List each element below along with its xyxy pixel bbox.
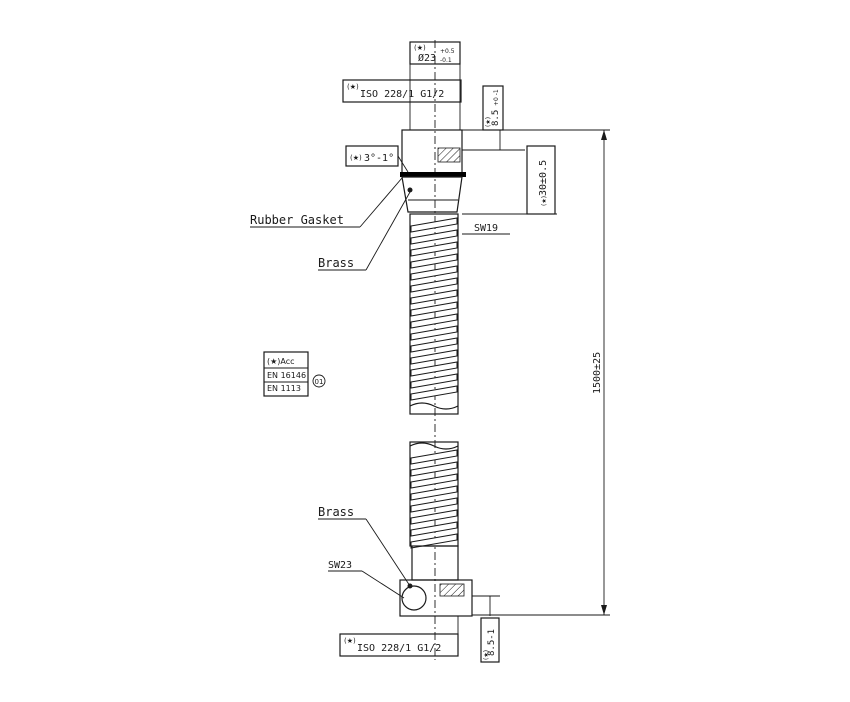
top-diameter-dimension: (★) Ø23 +0.5 -0.1 — [409, 41, 461, 130]
fitting-length-dimension: 30±0.5 (★) — [462, 145, 557, 215]
dia-top-tol-upper: +0.5 — [440, 48, 455, 55]
overall-length-label: 1500±25 — [592, 352, 603, 394]
rubber-gasket-label: Rubber Gasket — [250, 213, 344, 227]
hose-coil-winding — [410, 373, 458, 389]
angle-label: 3°-1° — [364, 153, 394, 164]
top-thread-callout: (★) ISO 228/1 G1/2 — [342, 79, 462, 103]
bottom-length-dimension: 8.5-1 (★) — [472, 595, 500, 663]
hose-coil-winding — [410, 337, 458, 353]
standard-title: (★)Acc — [267, 357, 295, 366]
hose-coil-winding — [410, 473, 458, 489]
marker-fitting-length: (★) — [541, 196, 548, 206]
hose-coil-winding — [410, 253, 458, 269]
hose-coil-winding — [410, 485, 458, 501]
dim-bottom-length: 8.5-1 — [487, 629, 497, 656]
top-fitting — [400, 129, 466, 213]
brass-bottom-callout: Brass — [318, 505, 411, 587]
hose-coil-winding — [410, 497, 458, 513]
overall-length-dimension: 1500±25 — [472, 130, 610, 616]
hose-coil-winding — [410, 241, 458, 257]
hose-coil-winding — [410, 461, 458, 477]
brass-top-label: Brass — [318, 256, 354, 270]
marker-bottom-thread: (★) — [344, 637, 356, 645]
sw-top-label: SW19 — [474, 223, 498, 234]
hose-coil-winding — [410, 313, 458, 329]
brass-bottom-label: Brass — [318, 505, 354, 519]
marker-top-length: (★) — [485, 117, 492, 127]
marker-top-dia: (★) — [414, 44, 426, 52]
marker-top-thread: (★) — [347, 83, 359, 91]
hose-coil-winding — [410, 217, 458, 233]
hose-lower — [409, 441, 459, 549]
hose-coil-winding — [410, 277, 458, 293]
brass-top-callout: Brass — [318, 191, 411, 271]
hose-coil-winding — [410, 325, 458, 341]
hose-coil-winding — [410, 385, 458, 401]
standard-2: EN 1113 — [267, 384, 301, 393]
standard-class: 01 — [315, 378, 324, 386]
hose-coil-winding — [410, 533, 458, 549]
hose-coil-winding — [410, 521, 458, 537]
dia-top-tol-lower: -0.1 — [440, 57, 452, 64]
hose-coil-winding — [410, 301, 458, 317]
hose-coil-winding — [410, 349, 458, 365]
hose-coil-winding — [410, 449, 458, 465]
marker-bottom-length: (★) — [483, 650, 490, 660]
bottom-fitting — [399, 545, 473, 617]
bottom-thread-callout: (★) ISO 228/1 G1/2 — [339, 616, 459, 657]
hose-coil-winding — [410, 509, 458, 525]
thread-top-label: ISO 228/1 G1/2 — [360, 89, 444, 100]
hose-coil-winding — [410, 229, 458, 245]
hose-coil-winding — [410, 289, 458, 305]
hose-coil-winding — [410, 265, 458, 281]
sw-bottom-label: SW23 — [328, 560, 352, 571]
top-length-dimension: 8.5 +0 -1 (★) — [462, 85, 610, 151]
dia-top-label: Ø23 — [418, 52, 436, 64]
sw23-callout: SW23 — [328, 560, 405, 599]
hose-upper — [409, 213, 459, 415]
marker-angle: (★) — [350, 154, 362, 162]
hose-coil-winding — [410, 361, 458, 377]
sw19-callout: SW19 — [462, 223, 510, 235]
standard-1: EN 16146 — [267, 371, 306, 380]
standards-box: (★)Acc EN 16146 EN 1113 01 — [263, 351, 326, 397]
rubber-gasket-band — [400, 172, 466, 177]
rubber-gasket-callout: Rubber Gasket — [250, 177, 403, 228]
angle-callout: (★) 3°-1° — [345, 145, 409, 173]
thread-bottom-label: ISO 228/1 G1/2 — [357, 643, 441, 654]
dim-fitting-length: 30±0.5 — [538, 160, 549, 196]
dim-top-length: 8.5 — [491, 110, 501, 126]
dim-top-length-tol: +0 -1 — [493, 89, 500, 106]
